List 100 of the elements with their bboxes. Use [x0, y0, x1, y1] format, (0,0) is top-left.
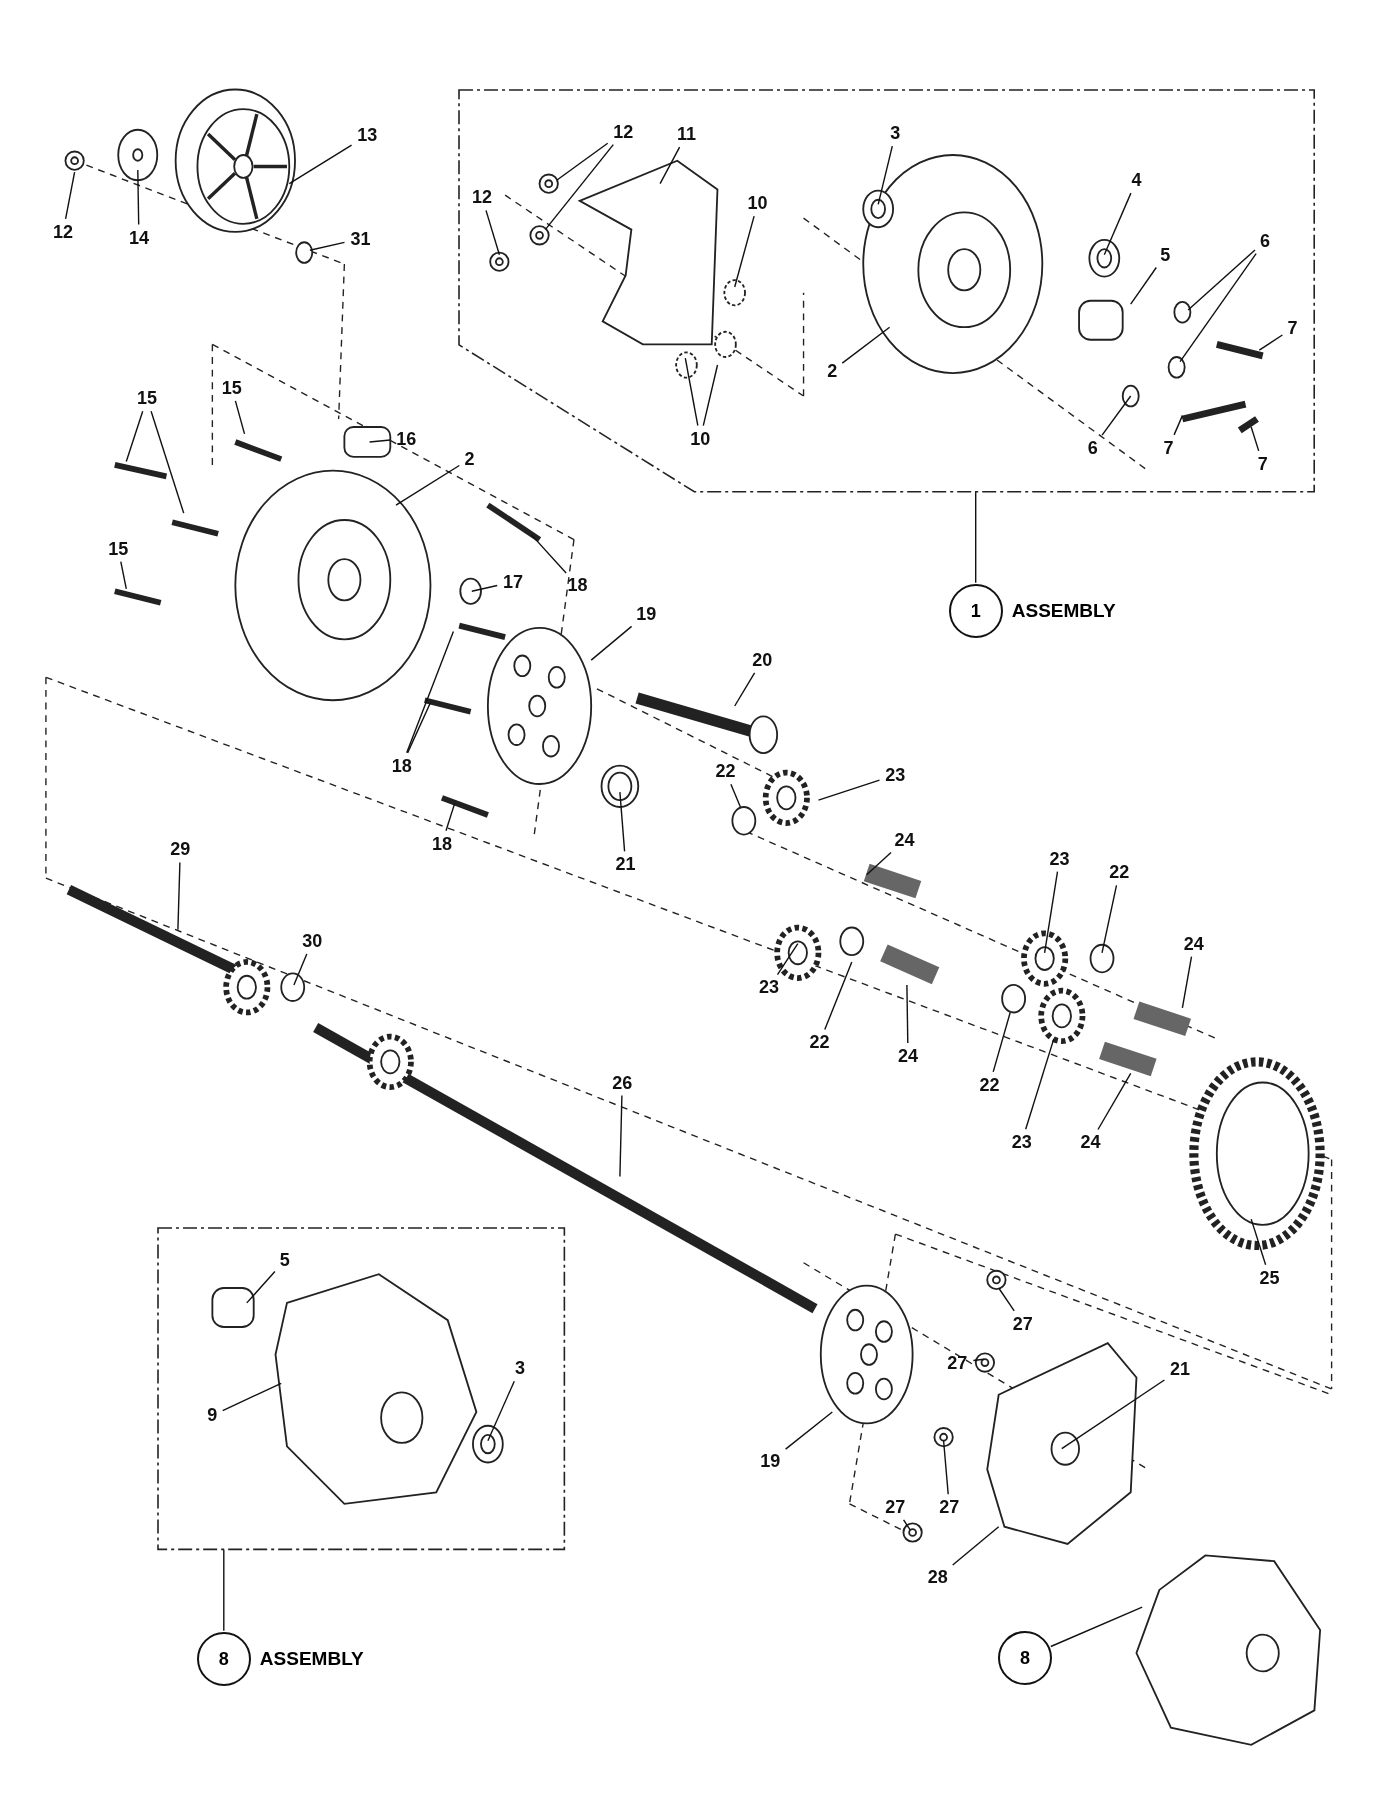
callout-number: 19: [632, 603, 661, 626]
leader-line: [619, 1094, 623, 1178]
leader-line: [1061, 1379, 1166, 1450]
leader-line: [866, 851, 892, 876]
callout-number: 22: [805, 1031, 834, 1054]
callout-number: 5: [276, 1249, 294, 1272]
callout-number: 15: [217, 377, 246, 399]
leader-line: [125, 410, 144, 463]
callout-number: 24: [1076, 1131, 1105, 1154]
leader-line: [309, 241, 346, 251]
callout-number: 21: [1166, 1358, 1195, 1381]
leader-line: [1181, 955, 1193, 1009]
callout-number: 3: [886, 122, 904, 145]
callout-number: 24: [894, 1045, 922, 1068]
callout-number: 14: [124, 226, 153, 249]
leader-line: [784, 1411, 833, 1450]
callout-number: 23: [755, 976, 784, 999]
callout-number: 23: [1045, 847, 1074, 870]
leader-line: [824, 961, 853, 1031]
leader-line: [902, 1519, 911, 1531]
callout-number: 4: [1127, 169, 1145, 192]
callout-number: 12: [49, 220, 78, 243]
leader-line: [1173, 414, 1184, 436]
callout-number: 18: [387, 754, 416, 777]
callout-number: 22: [1105, 861, 1134, 884]
callout-number: 16: [392, 427, 421, 450]
leader-line: [684, 357, 699, 427]
leader-line: [487, 1380, 515, 1442]
leader-line: [942, 1440, 949, 1495]
callout-number: 7: [1160, 436, 1178, 459]
callout-number: 24: [1179, 932, 1208, 955]
leader-line: [659, 146, 681, 185]
callout-number: 24: [890, 829, 919, 852]
callout-number: 6: [1256, 230, 1274, 253]
callout-number: 10: [686, 427, 715, 450]
callout-number: 2: [461, 448, 478, 471]
callout-number: 11: [672, 123, 701, 146]
callout-number: 22: [711, 760, 740, 783]
callout-number: 18: [563, 574, 592, 597]
leader-line: [734, 215, 755, 288]
leader-line: [619, 791, 626, 853]
callout-number: 7: [1254, 452, 1272, 475]
callout-number: 15: [104, 537, 133, 560]
leader-line: [1179, 253, 1257, 363]
leader-line: [406, 630, 455, 754]
leader-line: [406, 701, 432, 754]
callout-number: 21: [611, 853, 640, 876]
callout-number: 2: [823, 359, 841, 382]
leader-line: [120, 561, 127, 590]
leader-line: [395, 464, 460, 506]
leader-line: [877, 145, 893, 205]
leader-line: [137, 169, 140, 226]
assembly-label: ASSEMBLY: [259, 1646, 364, 1671]
leader-line: [530, 534, 567, 574]
callout-number: 3: [511, 1357, 529, 1380]
leader-line: [817, 779, 881, 801]
callout-number: 19: [756, 1450, 785, 1473]
leader-line: [1025, 1038, 1055, 1130]
callout-number: 18: [427, 832, 456, 855]
leader-line: [1258, 334, 1284, 351]
callout-number: 17: [499, 571, 528, 593]
leader-line: [734, 672, 756, 707]
callout-number: 30: [298, 930, 327, 953]
leader-line: [992, 1011, 1011, 1073]
leader-line: [975, 490, 977, 584]
callout-number: 5: [1156, 243, 1174, 266]
leader-line: [730, 783, 742, 808]
callout-number: 25: [1255, 1266, 1284, 1289]
callout-number: 10: [743, 192, 772, 215]
leader-line: [590, 625, 633, 661]
leader-line: [1103, 192, 1132, 256]
leader-line: [841, 326, 891, 364]
leader-line: [223, 1549, 225, 1632]
leader-line: [776, 942, 799, 976]
callout-number: 27: [1008, 1312, 1037, 1335]
leader-line: [1101, 884, 1118, 954]
leader-line: [544, 143, 614, 231]
leader-line: [368, 439, 392, 443]
leader-line: [246, 1270, 276, 1304]
callout-number: 28: [923, 1566, 952, 1589]
leader-line: [177, 861, 181, 931]
callout-number: 7: [1284, 317, 1302, 340]
callout-number: 29: [166, 838, 195, 861]
callout-number: 27: [881, 1496, 910, 1519]
leader-line: [702, 364, 719, 427]
callout-number: 23: [1007, 1131, 1036, 1154]
leader-line: [906, 984, 909, 1044]
leader-line: [1050, 1606, 1143, 1648]
leader-line: [952, 1526, 1000, 1566]
callout-number: 27: [943, 1351, 972, 1374]
leader-line: [471, 584, 498, 592]
assembly-callout: 1: [948, 583, 1003, 638]
leader-line: [998, 1287, 1015, 1312]
leader-line: [150, 410, 185, 514]
leader-line: [293, 953, 308, 986]
leader-line: [234, 400, 246, 435]
callout-number: 27: [935, 1496, 964, 1519]
leader-line: [288, 144, 353, 185]
callout-number: 15: [132, 387, 161, 410]
callout-number: 26: [608, 1071, 637, 1094]
